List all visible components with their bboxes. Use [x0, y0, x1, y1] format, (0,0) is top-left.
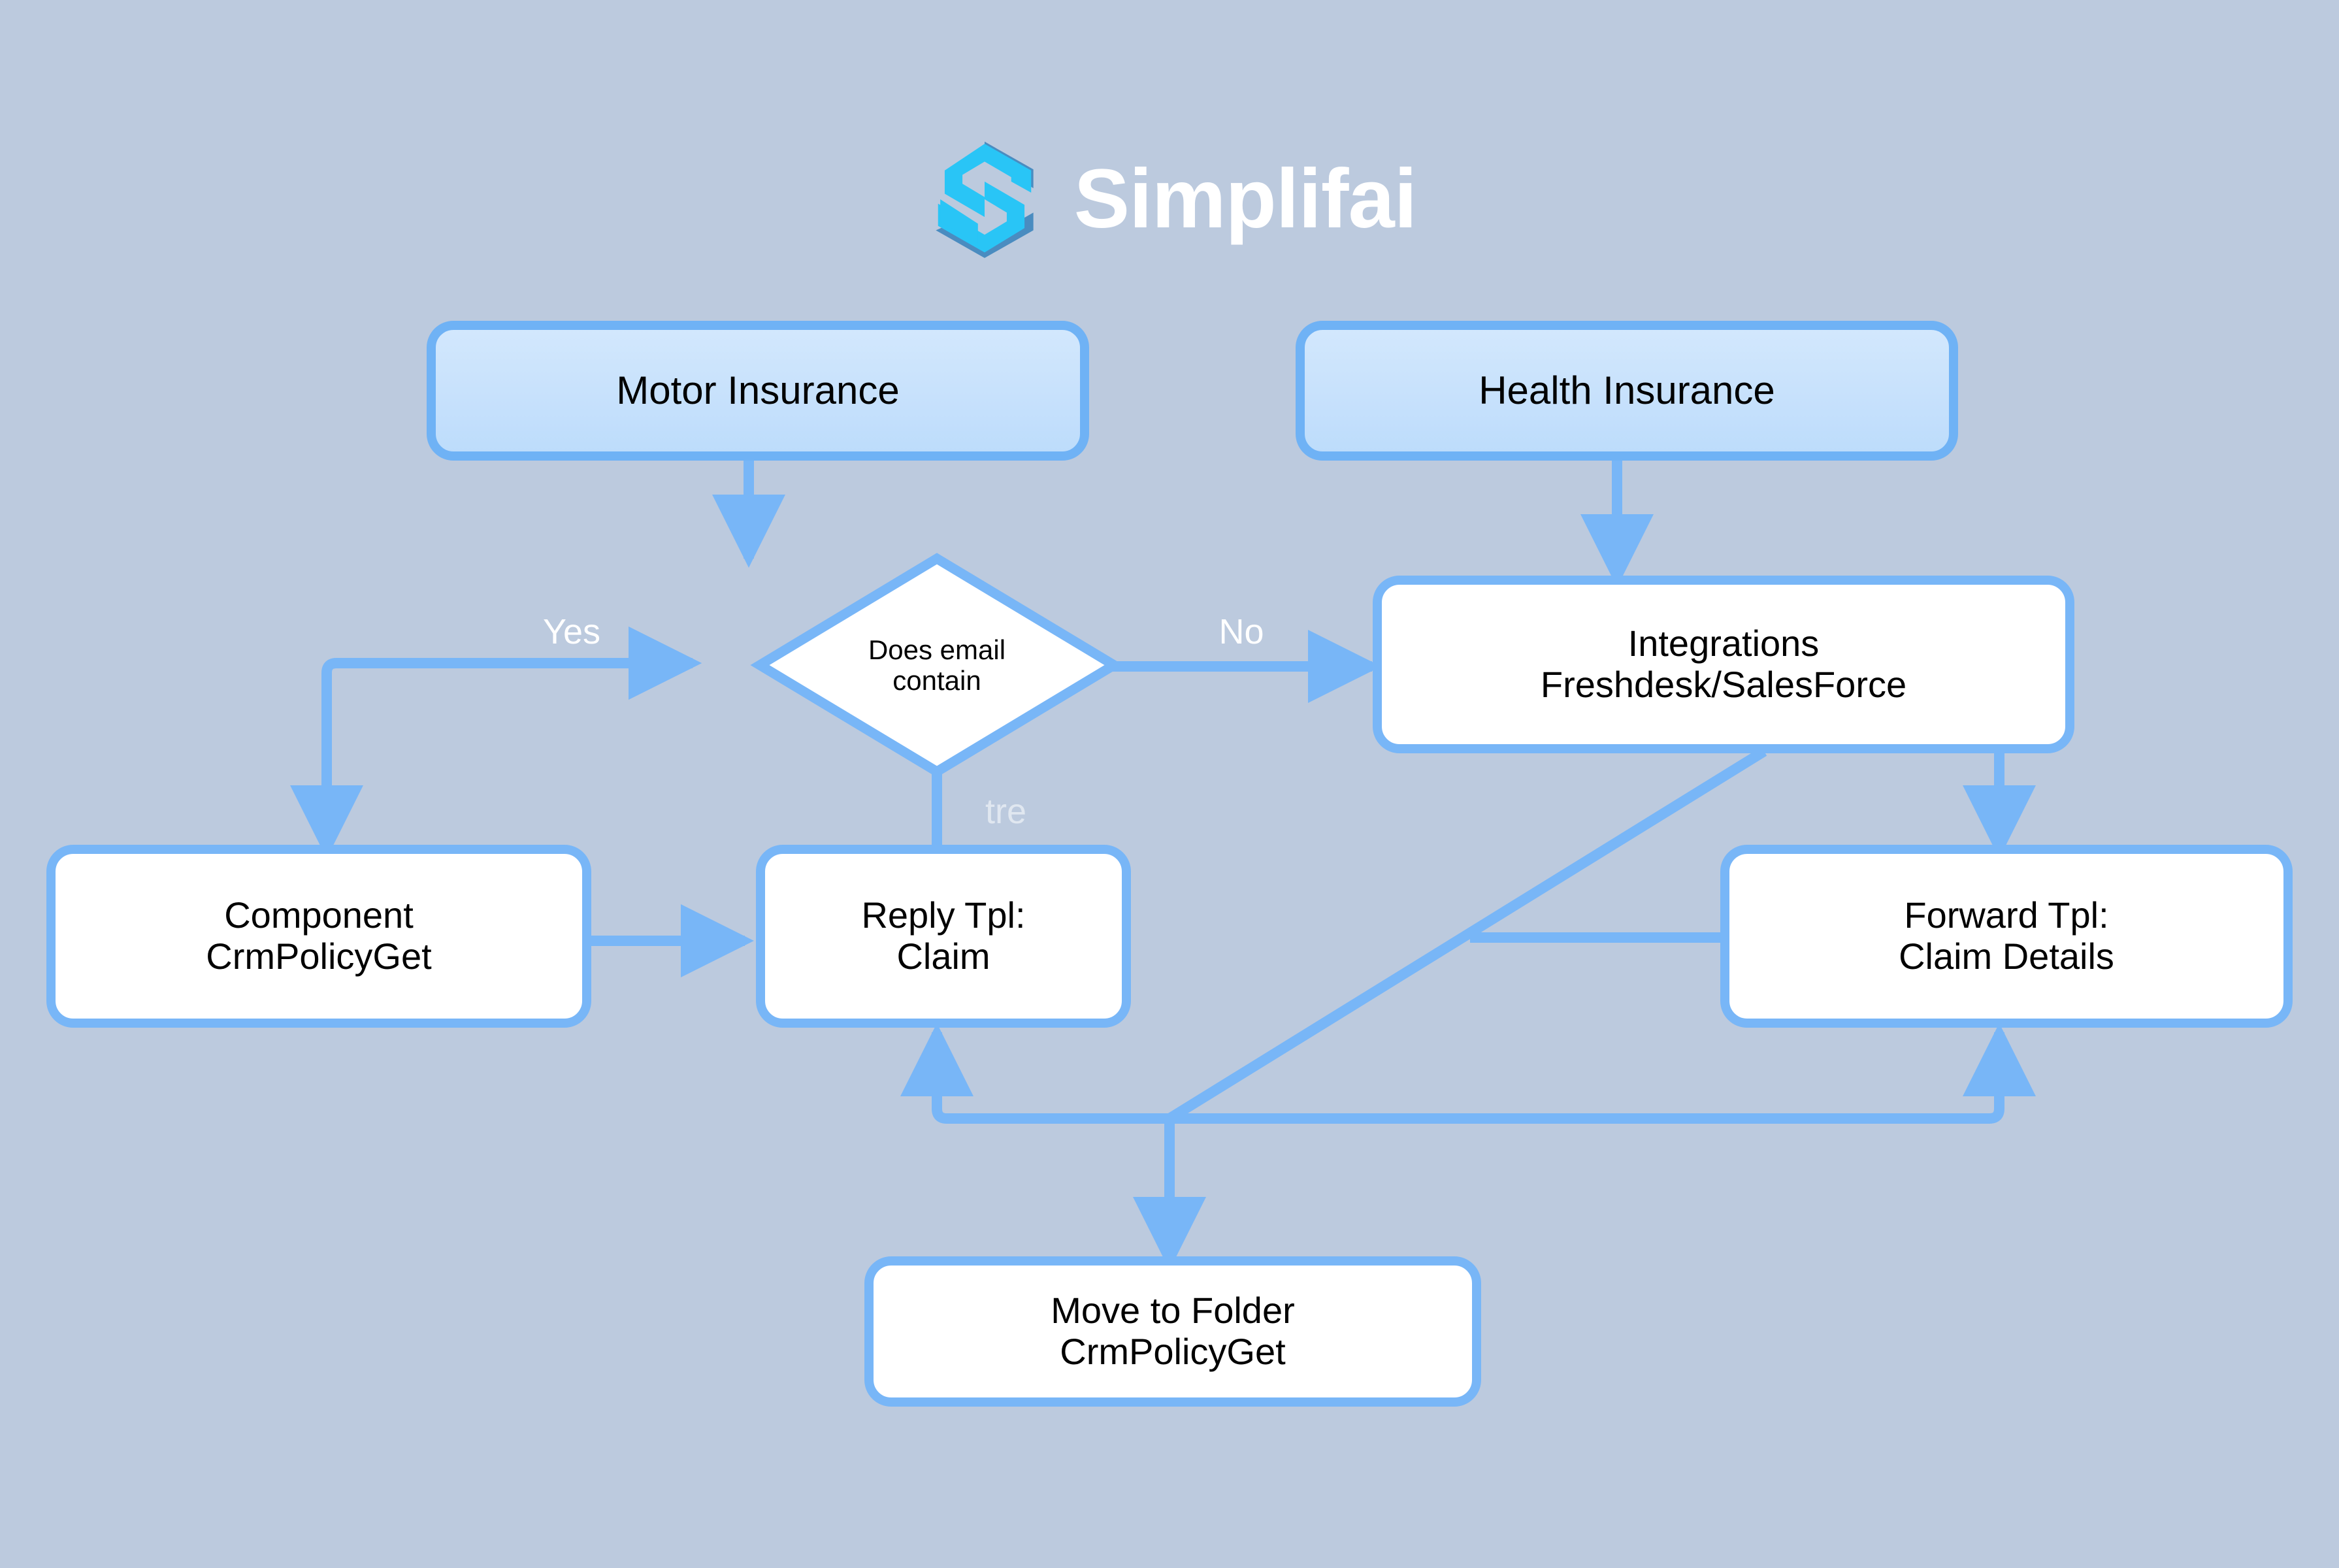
node-health-insurance-label: Health Insurance: [1479, 368, 1775, 413]
edge-bus-up-to-reply: [900, 1023, 1170, 1124]
node-decision-label: Does email contain: [868, 634, 1006, 696]
node-forward-tpl-claim-details[interactable]: Forward Tpl: Claim Details: [1720, 845, 2293, 1028]
node-integrations[interactable]: Integrations Freshdesk/SalesForce: [1373, 576, 2074, 753]
edge-decision-yes-to-component: [321, 627, 702, 843]
brand-wordmark: Simplifai: [1073, 152, 1417, 246]
node-decision-does-email-contain[interactable]: Does email contain: [750, 553, 1124, 777]
node-move-to-folder-crmpolicyget[interactable]: Move to Folder CrmPolicyGet: [864, 1254, 1481, 1409]
brand-header: Simplifai: [0, 131, 2339, 268]
node-component-crmpolicyget[interactable]: Component CrmPolicyGet: [46, 845, 591, 1028]
node-component-shape: [46, 845, 591, 1028]
node-motor-insurance-label: Motor Insurance: [616, 368, 900, 413]
node-move-shape: [864, 1256, 1481, 1407]
node-reply-shape: [756, 845, 1131, 1028]
node-reply-label: Reply Tpl: Claim: [861, 894, 1026, 977]
node-forward-label: Forward Tpl: Claim Details: [1899, 894, 2114, 977]
node-decision-shape: [750, 553, 1124, 777]
edge-label-no: No: [1219, 612, 1264, 651]
node-forward-shape: [1720, 845, 2293, 1028]
edge-integrations-diagonal-to-bus: [1166, 747, 1767, 1123]
edge-label-yes: Yes: [543, 612, 600, 651]
node-health-insurance-shape: [1296, 321, 1958, 461]
node-motor-insurance-shape: [427, 321, 1089, 461]
edge-bus-up-to-forward: [1170, 1023, 2036, 1124]
node-move-label: Move to Folder CrmPolicyGet: [1051, 1290, 1295, 1372]
node-motor-insurance[interactable]: Motor Insurance: [427, 321, 1089, 461]
node-integrations-shape: [1373, 576, 2074, 753]
node-integrations-label: Integrations Freshdesk/SalesForce: [1540, 623, 1907, 705]
edge-label-true-partial: tre: [985, 792, 1026, 831]
node-health-insurance[interactable]: Health Insurance: [1296, 321, 1958, 461]
node-component-label: Component CrmPolicyGet: [206, 894, 432, 977]
simplifai-hex-s-logo-icon: [936, 141, 1034, 258]
node-reply-tpl-claim[interactable]: Reply Tpl: Claim: [756, 845, 1131, 1028]
